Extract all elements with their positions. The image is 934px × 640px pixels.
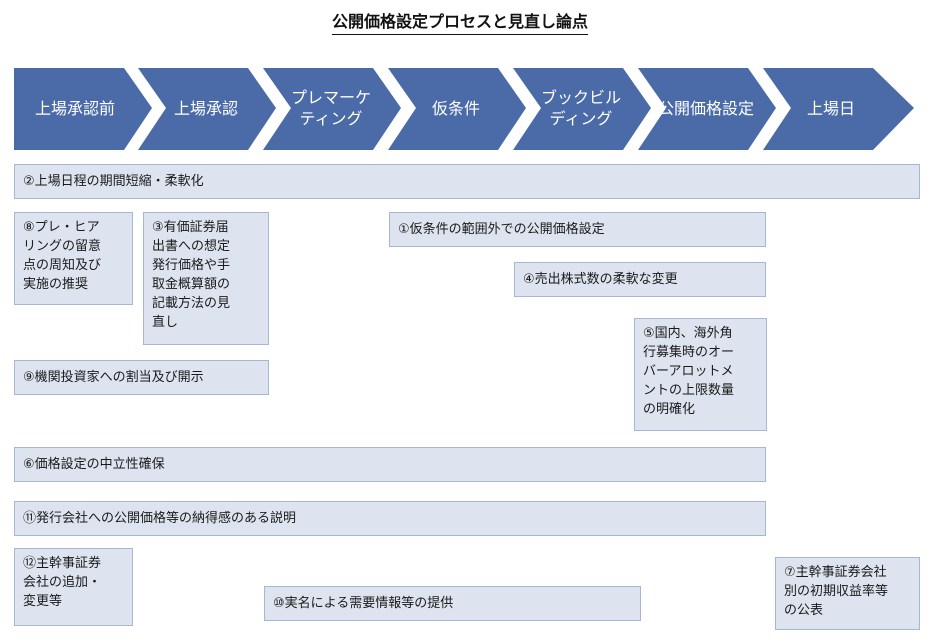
step-label-approval: 上場承認 (173, 98, 238, 118)
issue-box-6: ⑥価格設定の中立性確保 (14, 447, 766, 482)
process-arrow-6 (638, 68, 776, 150)
issue-box-2: ②上場日程の期間短縮・柔軟化 (14, 164, 920, 199)
process-arrow-2 (138, 68, 276, 150)
issue-box-4: ④売出株式数の柔軟な変更 (514, 262, 766, 297)
issue-box-3: ③有価証券届 出書への想定 発行価格や手 取金概算額の 記載方法の見 直し (143, 212, 269, 345)
issue-box-7: ⑦主幹事証券会社 別の初期収益率等 の公表 (775, 557, 920, 630)
step-label-book-building: ブックビル ディング (540, 88, 621, 128)
issue-box-10: ⑩実名による需要情報等の提供 (264, 586, 641, 621)
process-arrow-4 (388, 68, 526, 150)
process-arrow-1 (14, 68, 152, 150)
process-arrow-7 (763, 68, 914, 150)
issue-box-12: ⑫主幹事証券 会社の追加・ 変更等 (14, 548, 133, 626)
process-arrow-3 (263, 68, 401, 150)
issue-box-9: ⑨機関投資家への割当及び開示 (14, 360, 269, 395)
step-label-pre-approval: 上場承認前 (34, 98, 115, 118)
step-label-provisional-terms: 仮条件 (431, 98, 480, 118)
process-arrow-5 (513, 68, 651, 150)
issue-box-8: ⑧プレ・ヒア リングの留意 点の周知及び 実施の推奨 (14, 212, 133, 305)
step-label-pre-marketing: プレマーケ ティング (290, 88, 371, 128)
diagram-title: 公開価格設定プロセスと見直し論点 (332, 10, 589, 35)
issue-box-11: ⑪発行会社への公開価格等の納得感のある説明 (14, 501, 766, 536)
issue-box-5: ⑤国内、海外⾓ 行募集時のオー バーアロットメ ントの上限数量 の明確化 (634, 318, 767, 431)
step-label-price-setting: 公開価格設定 (657, 98, 754, 118)
step-label-listing-day: 上場日 (806, 98, 855, 118)
process-flow (14, 68, 914, 150)
issue-box-1: ①仮条件の範囲外での公開価格設定 (389, 212, 766, 247)
